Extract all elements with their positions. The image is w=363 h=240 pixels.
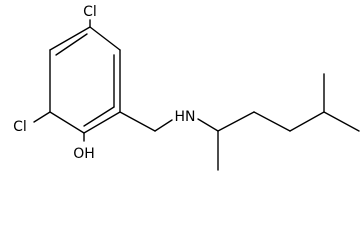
benzene-ring (49, 26, 121, 134)
bond-nh-ch (197, 118, 219, 132)
chlorine-label-top: Cl (83, 4, 97, 20)
ring-bond (83, 111, 121, 134)
ring-bond (89, 26, 121, 51)
chain-bond (253, 111, 291, 132)
chain-bond (289, 111, 325, 132)
ring-double-bond (83, 106, 115, 127)
chain-bond (217, 111, 255, 132)
hydroxyl-label: OH (73, 146, 95, 162)
amine-label: HN (175, 109, 196, 125)
bond-ch2-nh (154, 119, 173, 132)
chain-bond-methyl-end (323, 111, 360, 132)
molecule-structure: Cl Cl OH HN (13, 4, 360, 171)
bond-ring-ch2 (119, 111, 156, 132)
ring-double-bond (55, 33, 88, 56)
ring-bond (49, 26, 91, 51)
alkyl-chain (197, 73, 360, 171)
structure-canvas: Cl Cl OH HN (13, 4, 360, 171)
bond-to-cl-left (33, 111, 51, 123)
ring-bond (49, 111, 85, 134)
chlorine-label-left: Cl (13, 119, 27, 135)
